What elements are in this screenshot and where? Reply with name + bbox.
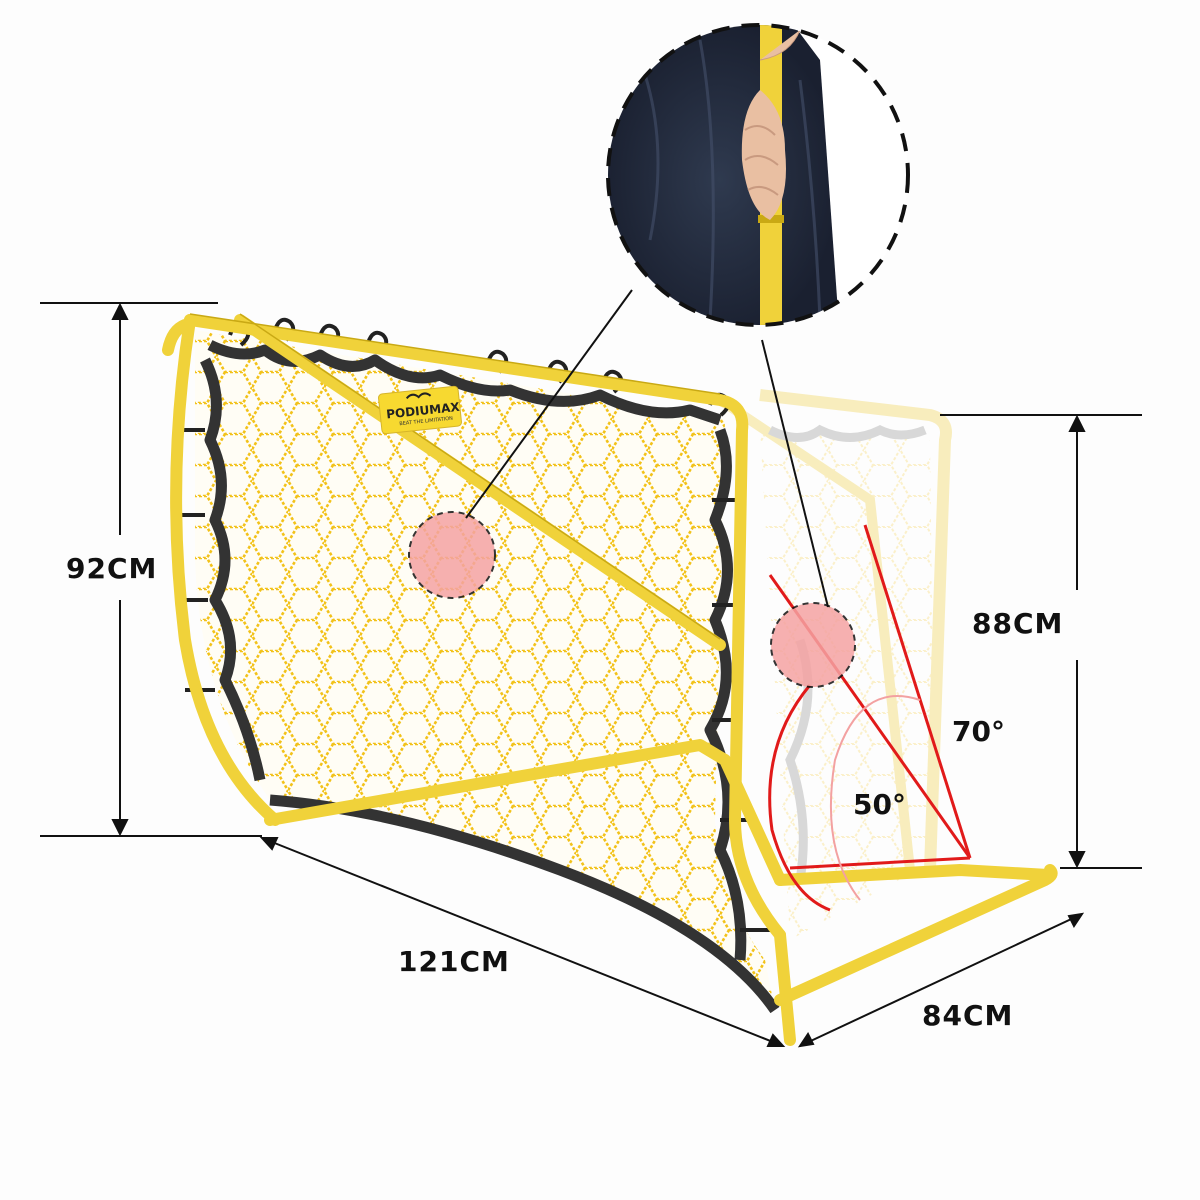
inset-detail	[606, 23, 910, 327]
dimension-label-width: 121CM	[398, 945, 510, 978]
angle-arc-faint	[829, 695, 921, 901]
angle-line-70	[863, 524, 972, 859]
joint-markers	[408, 511, 856, 688]
dimension-depth	[797, 912, 1085, 1048]
angle-arc	[768, 684, 831, 912]
angle-label-70: 70°	[952, 715, 1005, 748]
inset-border	[606, 23, 910, 327]
main-frame	[162, 314, 1058, 1046]
angle-baseline	[789, 856, 971, 870]
brand-tagline: BEAT THE LIMITATION	[399, 416, 453, 428]
frame-outline	[189, 313, 721, 640]
angle-label-50: 50°	[853, 788, 906, 821]
dimension-label-depth: 84CM	[922, 999, 1013, 1032]
joint-marker-rear	[770, 602, 856, 688]
net-panel	[195, 330, 775, 1010]
dimension-front-height	[40, 302, 262, 837]
dimension-label-front-height: 92CM	[66, 552, 157, 585]
dimension-rear-height	[940, 414, 1142, 869]
joint-marker-front	[408, 511, 496, 599]
dimension-label-rear-height: 88CM	[972, 607, 1063, 640]
inset-leaders	[465, 289, 829, 608]
jeans-leg	[608, 25, 840, 325]
dimension-width	[259, 837, 786, 1047]
brand-logo: PODIUMAX BEAT THE LIMITATION	[378, 385, 462, 435]
